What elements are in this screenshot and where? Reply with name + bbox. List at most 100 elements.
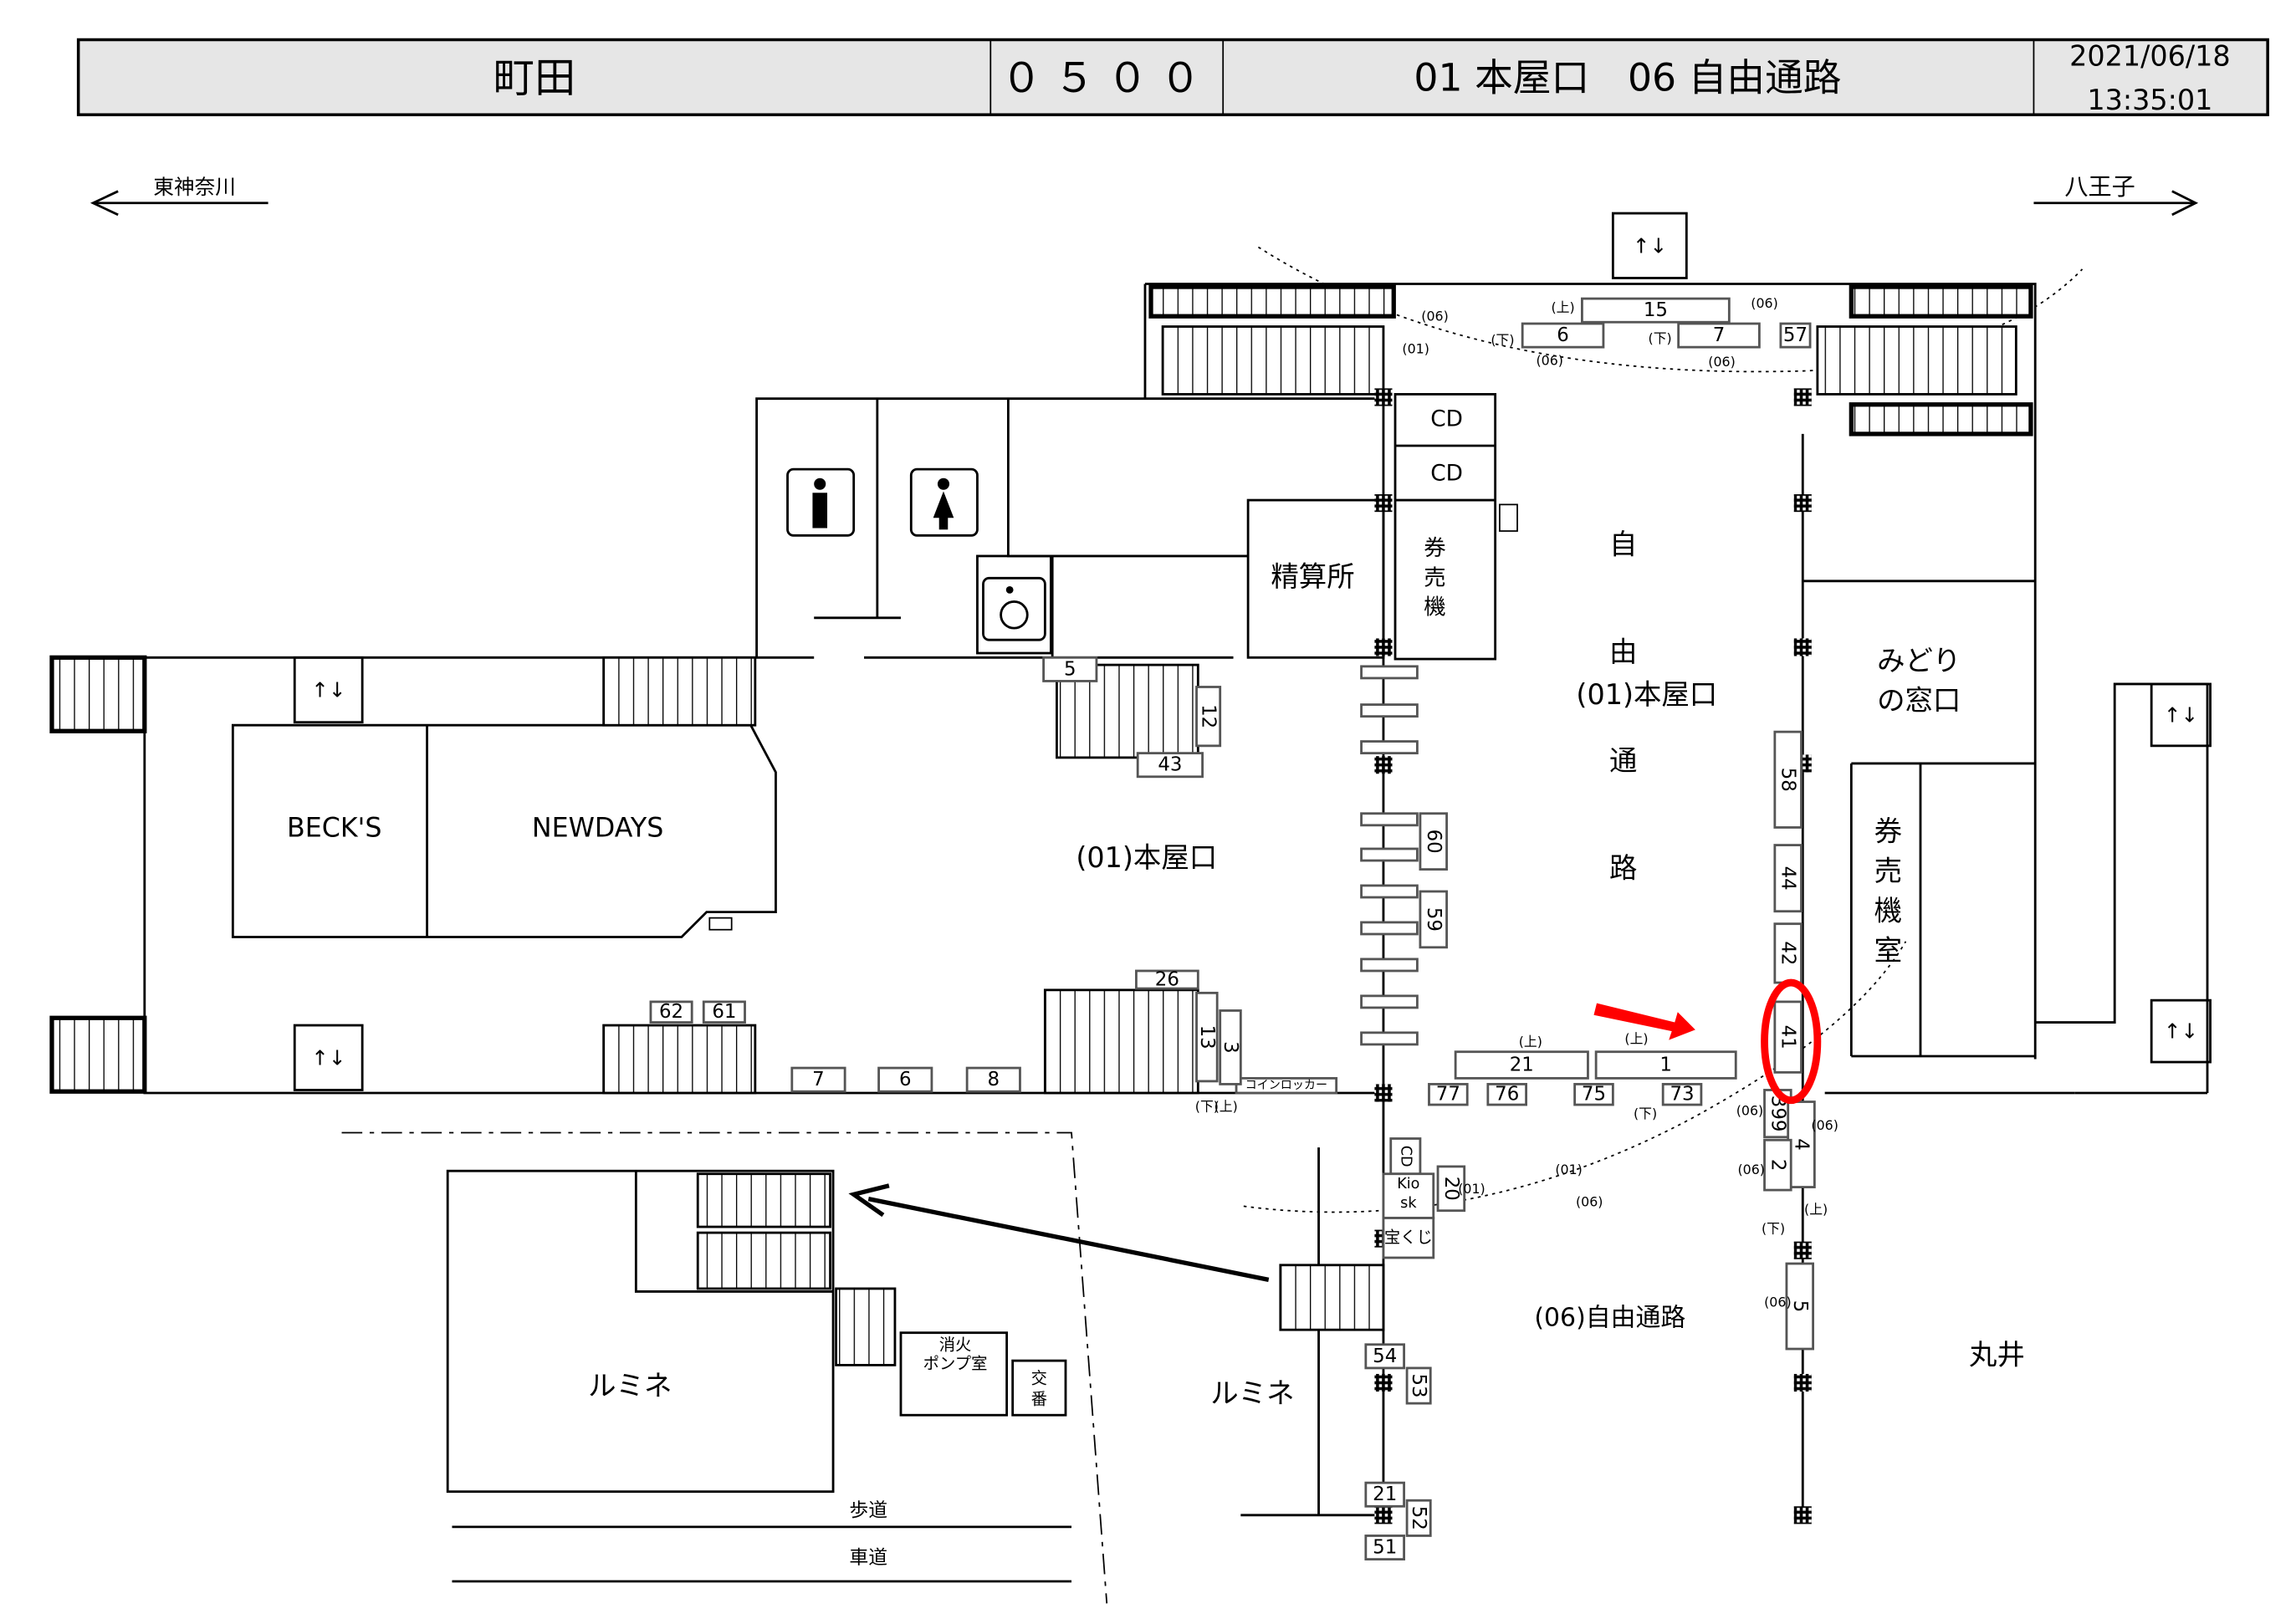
- marui-label: 丸井: [1969, 1339, 2025, 1371]
- sign-box: 58: [1773, 730, 1803, 829]
- sign-box-number: 58: [1777, 768, 1799, 792]
- free-passage-char: 通: [1609, 744, 1637, 777]
- sign-box-number: 52: [1408, 1506, 1429, 1530]
- sign-box: 61: [702, 1000, 746, 1024]
- sign-box: 20: [1436, 1165, 1466, 1213]
- sign-box: 53: [1405, 1366, 1432, 1405]
- direction-note: (下): [1634, 1106, 1657, 1121]
- gate-marker: [1374, 1373, 1393, 1392]
- direction-note: (下): [1491, 332, 1514, 348]
- sign-box-number: 60: [1423, 830, 1445, 854]
- ticket-machine-char: 売: [1424, 565, 1445, 590]
- sign-box: 60: [1419, 812, 1448, 871]
- sign-box: 1: [1594, 1050, 1737, 1080]
- sign-box: 7: [790, 1066, 846, 1093]
- sign-box-number: 42: [1777, 941, 1799, 965]
- elevators: ↑↓ ↑↓ ↑↓ ↑↓ ↑↓: [293, 212, 2212, 1091]
- ticket-gate: [1360, 884, 1419, 899]
- direction-note: (06): [1737, 1162, 1765, 1177]
- sign-box: 43: [1136, 752, 1204, 779]
- ticket-gate: [1360, 921, 1419, 936]
- sign-box: 3: [1219, 1009, 1242, 1085]
- direction-note: (01): [1555, 1162, 1583, 1177]
- direction-right: 八王子: [2033, 173, 2199, 217]
- direction-note: (06): [1536, 352, 1563, 368]
- direction-note: (下): [1762, 1220, 1785, 1236]
- gate-marker: [1374, 756, 1393, 774]
- sign-box-number: 15: [1644, 299, 1668, 321]
- midori-window-label: みどり: [1877, 644, 1961, 677]
- direction-note: (06): [1764, 1294, 1792, 1310]
- ticket-machine-char: 機: [1424, 595, 1445, 620]
- sign-box-number: 2: [1767, 1159, 1788, 1172]
- ticket-room-char: 売: [1874, 855, 1902, 887]
- sign-box: 73: [1661, 1083, 1703, 1106]
- sign-box-number: 53: [1408, 1373, 1429, 1397]
- svg-text:↑↓: ↑↓: [311, 1045, 345, 1070]
- escalators: [49, 284, 2033, 1524]
- pump-room-label: ポンプ室: [923, 1354, 988, 1373]
- police-box-label: 交: [1031, 1369, 1047, 1388]
- kiosk-label: sk: [1400, 1195, 1417, 1212]
- sign-box: 52: [1405, 1499, 1432, 1537]
- direction-note: (01): [1458, 1181, 1485, 1197]
- direction-note: (上): [1804, 1201, 1828, 1217]
- direction-note: (下): [1195, 1098, 1219, 1114]
- sidewalk-label: 歩道: [849, 1500, 887, 1522]
- sign-box-number: 54: [1373, 1346, 1397, 1367]
- svg-text:↑↓: ↑↓: [311, 677, 345, 702]
- lumine-direction-arrow: [848, 1183, 1270, 1282]
- elevator-icon: ↑↓: [2150, 682, 2212, 748]
- station-name: 町田: [493, 54, 576, 102]
- pump-room-label: 消火: [939, 1335, 972, 1354]
- free-passage-char: 路: [1609, 851, 1637, 884]
- honya-exit-label: (01)本屋口: [1076, 841, 1217, 874]
- time: 13:35:01: [2087, 84, 2212, 116]
- direction-note: (06): [1576, 1194, 1603, 1210]
- sign-box-number: 59: [1423, 907, 1445, 932]
- ticket-gate: [1360, 703, 1419, 718]
- accessible-toilet-icon: [976, 554, 1052, 655]
- restroom-men-icon: [786, 467, 856, 537]
- sign-box: 54: [1364, 1343, 1405, 1370]
- roadway-label: 車道: [849, 1547, 887, 1569]
- direction-note: (01): [1402, 340, 1429, 356]
- highlight-ring: [1761, 978, 1822, 1105]
- direction-note: (上): [1519, 1034, 1542, 1049]
- lumine-label: ルミネ: [1210, 1376, 1294, 1409]
- sign-box: 62: [649, 1000, 693, 1024]
- sign-box-number: 51: [1373, 1537, 1397, 1559]
- exit-names: 01 本屋口 06 自由通路: [1414, 56, 1841, 100]
- sign-box: 21: [1454, 1050, 1589, 1080]
- direction-note: (下): [1649, 330, 1672, 346]
- coin-locker-label: コインロッカー: [1245, 1079, 1327, 1092]
- free-passage-06-label: (06)自由通路: [1534, 1304, 1685, 1333]
- sign-box: 42: [1773, 922, 1803, 984]
- ticket-gate: [1360, 1031, 1419, 1046]
- header-bar: 町田 ０５００ 01 本屋口 06 自由通路 2021/06/18 13:35:…: [76, 38, 2269, 116]
- midori-window-label: の窓口: [1877, 684, 1961, 717]
- sign-box-number: 7: [812, 1069, 825, 1090]
- sign-box-number: 13: [1196, 1025, 1218, 1049]
- svg-text:↑↓: ↑↓: [2164, 702, 2198, 727]
- ticket-room-char: 券: [1874, 815, 1902, 847]
- ticket-room-char: 機: [1874, 894, 1902, 927]
- sign-box-number: 4: [1791, 1138, 1813, 1151]
- free-passage-char: 由: [1609, 636, 1637, 668]
- sign-box-number: 73: [1670, 1084, 1694, 1106]
- area-labels: 自 由 通 路 (01)本屋口 (01)本屋口 みどり の窓口 券 売 機 室 …: [287, 406, 2025, 1569]
- sign-box-number: 61: [712, 1001, 736, 1023]
- sign-box: 7: [1677, 322, 1761, 349]
- gate-marker: [1793, 1373, 1812, 1392]
- ticket-gate: [1360, 994, 1419, 1009]
- sign-box-number: 3: [1220, 1041, 1241, 1054]
- direction-left-label: 東神奈川: [153, 175, 235, 199]
- elevator-icon: ↑↓: [293, 1024, 364, 1091]
- direction-note: (06): [1421, 309, 1449, 324]
- sign-box: 57: [1779, 322, 1812, 349]
- sign-box-number: 62: [659, 1001, 683, 1023]
- cd-atm-label: CD: [1430, 406, 1463, 432]
- sign-box-number: 75: [1582, 1084, 1606, 1106]
- newdays-label: NEWDAYS: [532, 813, 663, 843]
